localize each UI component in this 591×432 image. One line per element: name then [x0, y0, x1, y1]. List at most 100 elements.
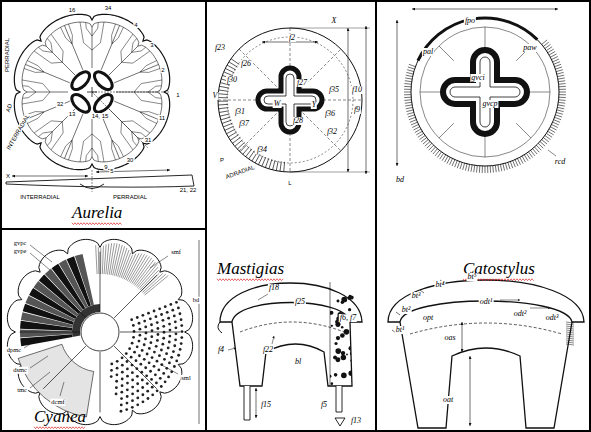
gonad-dot: [144, 326, 147, 329]
measure-label: f10: [351, 86, 363, 94]
pigment-spot: [346, 353, 348, 355]
gonad-dot: [156, 389, 159, 392]
branched-canal: [80, 134, 92, 162]
gonad-dot: [115, 380, 118, 383]
marginal-fringe: [543, 138, 549, 142]
marginal-fringe: [533, 149, 537, 154]
marginal-fringe: [500, 164, 501, 171]
spot-pattern: [329, 290, 355, 385]
radial-canal: [109, 46, 138, 75]
gonad-dot: [172, 350, 175, 353]
gonad-dot: [151, 393, 154, 396]
gonad-dot: [162, 337, 165, 340]
marginal-fringe: [255, 154, 260, 163]
measure-label: f2: [288, 34, 296, 42]
sector-line: [114, 275, 157, 318]
gonad-dot: [151, 386, 154, 389]
marginal-fringe: [219, 111, 229, 113]
gonad-dot: [145, 374, 148, 377]
leader-line: [150, 256, 168, 268]
arm-fringe: [566, 340, 574, 341]
marginal-fringe: [485, 166, 486, 173]
marginal-fringe: [227, 65, 236, 70]
oral-cross: [258, 68, 322, 132]
gonad-dot: [121, 356, 124, 359]
hair-hatching: [98, 247, 100, 274]
part-number: 16: [68, 7, 77, 13]
branched-canal: [92, 148, 98, 162]
marginal-fringe: [552, 56, 558, 59]
part-number: PERRADIAL: [112, 194, 148, 200]
sector-line: [100, 252, 101, 312]
gonad-dot: [110, 369, 113, 372]
marginal-fringe: [404, 99, 411, 101]
measure-label: opt: [422, 314, 434, 322]
marginal-fringe: [273, 160, 275, 170]
marginal-fringe: [543, 42, 549, 46]
marginal-fringe: [557, 72, 564, 74]
arm-fringe: [566, 334, 574, 335]
branched-canal: [22, 92, 36, 98]
dimension-line: [348, 28, 349, 172]
marginal-fringe: [221, 117, 231, 120]
pigment-spot: [341, 373, 347, 379]
gonad-dot: [154, 373, 157, 376]
gonad-dot: [116, 373, 119, 376]
branched-canal: [122, 121, 150, 133]
pigment-spot: [350, 359, 353, 362]
umbrella-outline: [411, 18, 559, 166]
marginal-fringe: [280, 161, 281, 171]
genus-caption: Aurelia: [72, 204, 122, 223]
gonad-dot: [141, 386, 144, 389]
sector-line: [43, 346, 86, 389]
gonad-dot: [126, 395, 129, 398]
marginal-fringe: [559, 99, 566, 101]
gonad-dot: [162, 372, 165, 375]
part-number: 31: [144, 137, 153, 143]
gonad-dot: [173, 344, 176, 347]
leader-line: [24, 338, 40, 348]
radial-canal: [114, 101, 158, 119]
marginal-fringe: [557, 107, 564, 108]
gonad-dot: [115, 393, 118, 396]
marginal-fringe: [555, 115, 562, 117]
branched-canal: [132, 132, 137, 146]
gonad-dot: [143, 343, 146, 346]
marginal-fringe: [487, 166, 488, 173]
marginal-fringe: [411, 122, 417, 125]
part-number: 2: [160, 67, 165, 73]
measure-label: oat: [442, 396, 454, 404]
branched-canal: [27, 61, 44, 73]
radial-canal: [25, 101, 69, 119]
gonad-dot: [131, 379, 134, 382]
hair-hatching: [145, 275, 169, 295]
marginal-fringe: [555, 117, 562, 119]
marginal-lobes: [18, 344, 94, 417]
gonad-dot: [153, 365, 156, 368]
marginal-fringe: [455, 161, 458, 167]
gonad-dot: [169, 303, 172, 306]
catostylus-figure: [388, 9, 584, 428]
gonad-dot: [131, 371, 134, 374]
gonad-dot: [131, 406, 134, 409]
marginal-fringe: [548, 49, 554, 53]
tentacle-band: [20, 330, 72, 338]
branched-canal: [34, 121, 62, 133]
cyanea-figure: [7, 239, 199, 424]
marginal-fringe: [558, 80, 565, 82]
gonad-dot: [110, 362, 113, 365]
marginal-fringe: [423, 140, 428, 144]
pigment-spot: [340, 333, 345, 338]
hair-hatching: [106, 244, 109, 275]
marginal-fringe: [468, 164, 469, 171]
branched-canal: [38, 47, 52, 52]
dimension-line: [462, 322, 463, 352]
arm-fringe: [566, 338, 574, 339]
marginal-fringe: [465, 164, 467, 171]
part-number: 11: [158, 115, 166, 121]
pigment-spot: [331, 382, 334, 385]
pigment-spot: [350, 290, 353, 293]
measure-label: X: [331, 17, 338, 25]
pigment-spot: [350, 351, 354, 355]
sector-line: [20, 332, 80, 333]
